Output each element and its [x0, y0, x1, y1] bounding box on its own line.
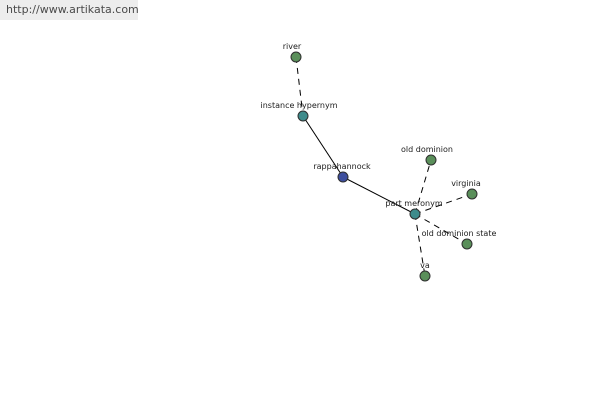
node-rappahannock[interactable]	[337, 171, 349, 183]
edge-part-meronym-to-old-dominion	[414, 159, 432, 215]
label-old-dominion-state: old dominion state	[422, 229, 497, 238]
edge-river-to-instance-hypernym	[295, 56, 304, 117]
label-old-dominion: old dominion	[401, 145, 453, 154]
node-va[interactable]	[419, 270, 431, 282]
graph-edges	[295, 56, 473, 277]
label-part-meronym: part meronym	[385, 199, 442, 208]
node-river[interactable]	[290, 51, 302, 63]
node-old-dominion[interactable]	[425, 154, 437, 166]
node-part-meronym[interactable]	[409, 208, 421, 220]
label-rappahannock: rappahannock	[313, 162, 371, 171]
edge-rappahannock-to-part-meronym	[342, 176, 416, 215]
watermark-url: http://www.artikata.com	[0, 0, 138, 20]
graph-nodes	[290, 51, 478, 282]
label-va: va	[420, 261, 430, 270]
node-old-dominion-state[interactable]	[461, 238, 473, 250]
label-river: river	[283, 42, 302, 51]
graph-labels: river instance hypernym rappahannock part m…	[261, 42, 497, 270]
label-instance-hypernym: instance hypernym	[261, 101, 338, 110]
edge-instance-hypernym-to-rappahannock	[302, 115, 344, 178]
label-virginia: virginia	[451, 179, 481, 188]
node-virginia[interactable]	[466, 188, 478, 200]
node-instance-hypernym[interactable]	[297, 110, 309, 122]
